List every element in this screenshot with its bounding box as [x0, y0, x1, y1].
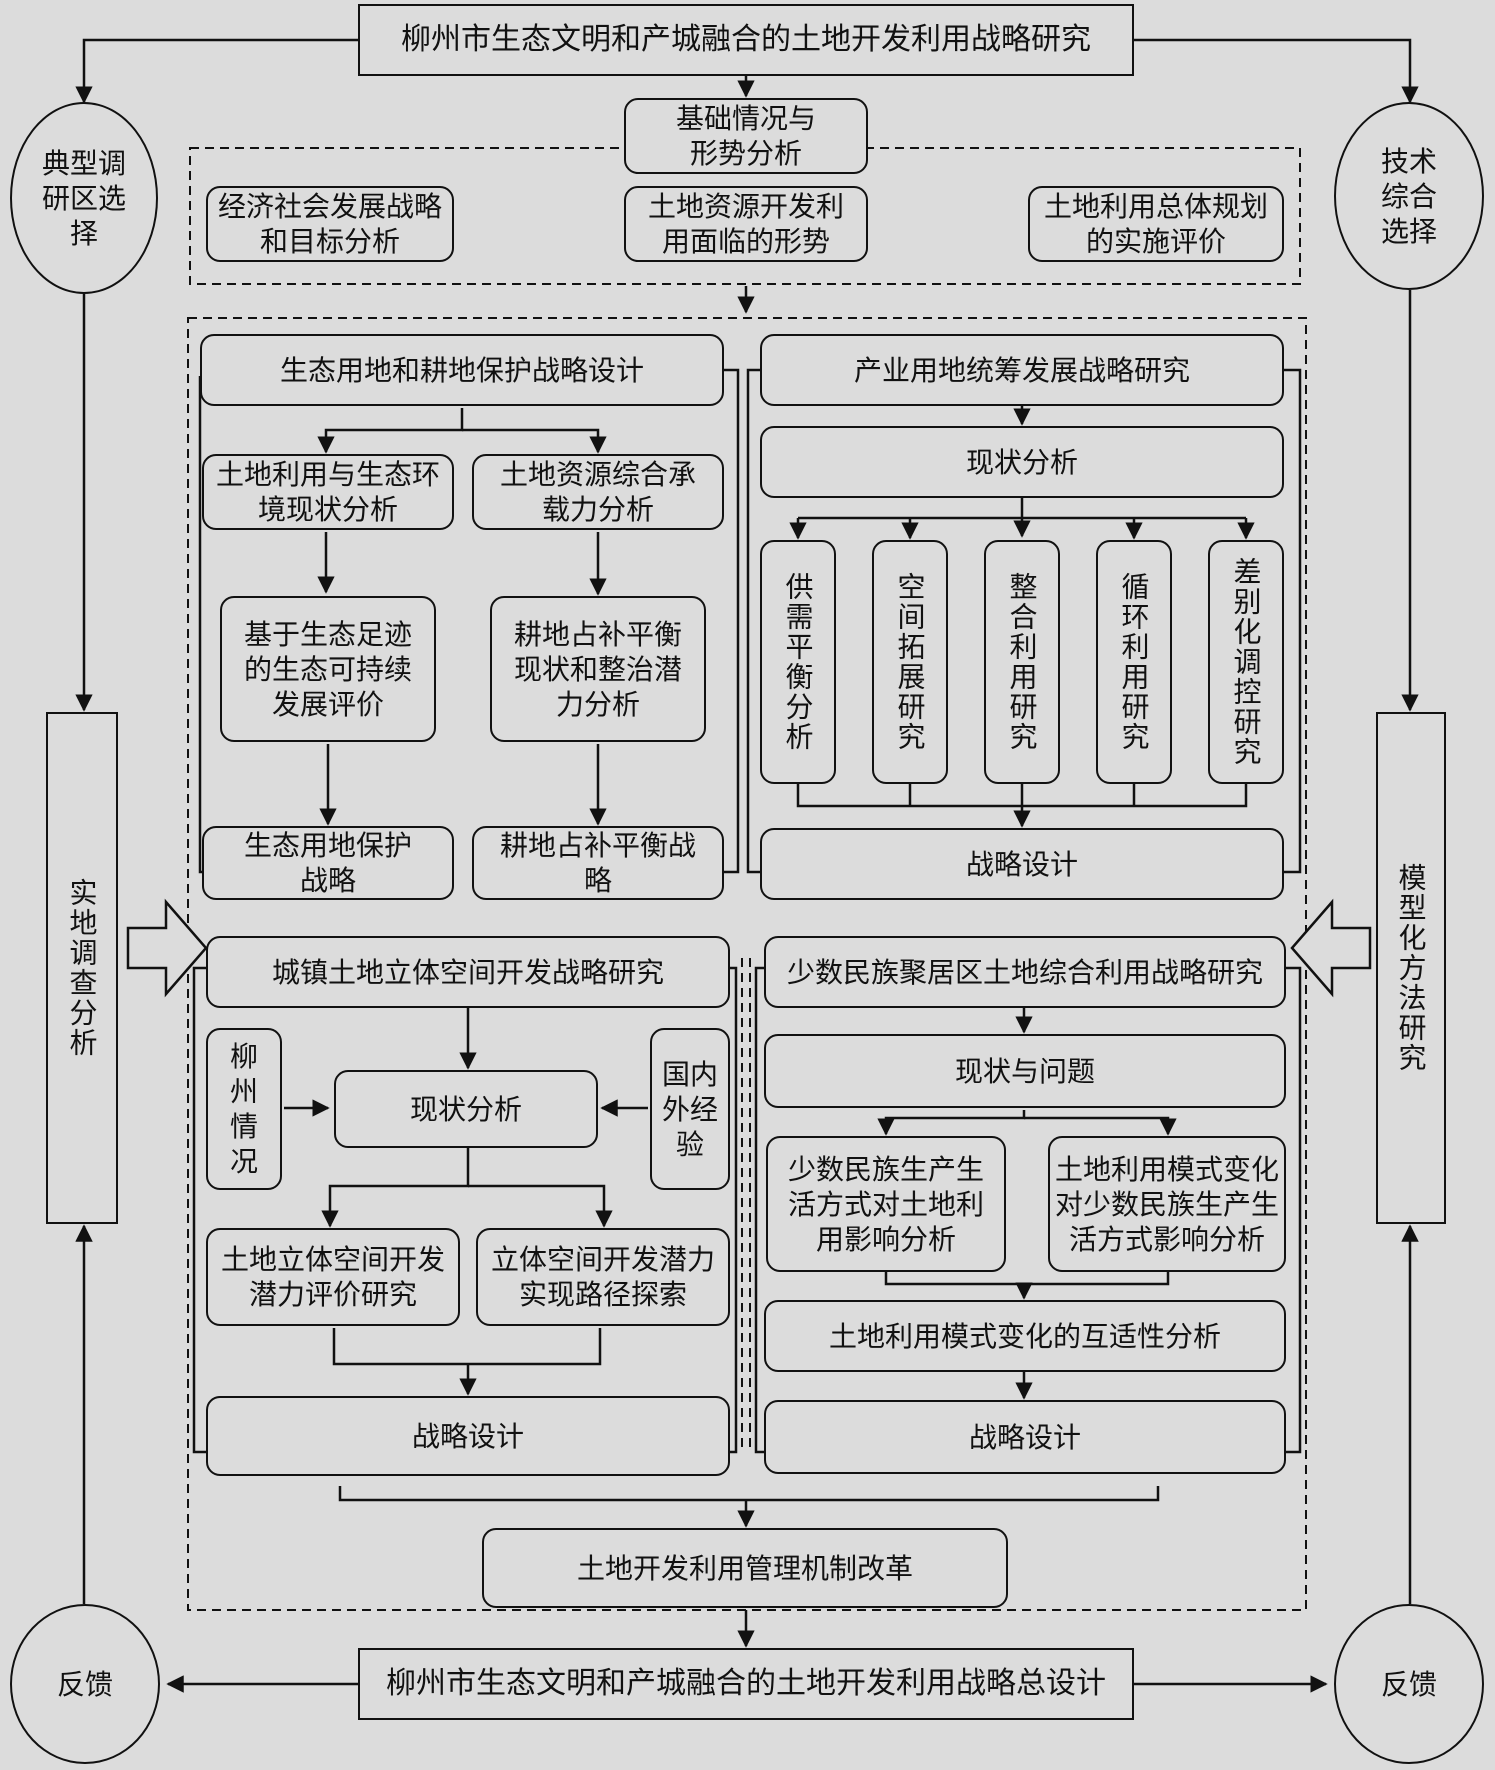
minority-bracket-right	[1286, 966, 1302, 1454]
left-hollow-arrow	[126, 898, 208, 998]
eco-farmland-balance-analysis: 耕地占补平衡现状和整治潜力分析	[490, 596, 706, 742]
industry-title: 产业用地统筹发展战略研究	[760, 334, 1284, 406]
left-bar-label: 实地调查分析	[65, 878, 99, 1058]
eco-farmland-balance-strategy: 耕地占补平衡战略	[472, 826, 724, 900]
minority-status-problems: 现状与问题	[764, 1034, 1286, 1108]
eco-land-use-analysis: 土地利用与生态环境现状分析	[202, 454, 454, 530]
minority-strategy-design: 战略设计	[764, 1400, 1286, 1474]
industry-item-supply-demand: 供需平衡分析	[760, 540, 836, 784]
minority-lifestyle-impact: 少数民族生产生活方式对土地利用影响分析	[766, 1136, 1006, 1272]
urban-bracket-right	[730, 966, 738, 1454]
industry-strategy-design: 战略设计	[760, 828, 1284, 900]
basic-item-economy: 经济社会发展战略和目标分析	[206, 186, 454, 262]
arrow-title-to-left-circle	[75, 38, 358, 104]
eco-footprint-evaluation: 基于生态足迹的生态可持续发展评价	[220, 596, 436, 742]
urban-domestic-foreign-experience: 国内外经验	[650, 1028, 730, 1190]
arrow-title-to-right-circle	[1134, 38, 1419, 104]
industry-item-recycling: 循环利用研究	[1096, 540, 1172, 784]
right-bar-modeling: 模型化方法研究	[1376, 712, 1446, 1224]
urban-bracket-left	[192, 966, 206, 1454]
industry-item-differentiated-control: 差别化调控研究	[1208, 540, 1284, 784]
industry-item-label: 差别化调控研究	[1229, 557, 1263, 767]
eco-land-protection-strategy: 生态用地保护战略	[202, 826, 454, 900]
urban-liuzhou-situation: 柳州情况	[206, 1028, 282, 1190]
eco-carrying-capacity: 土地资源综合承载力分析	[472, 454, 724, 530]
right-circle-technology: 技术综合选择	[1334, 102, 1484, 290]
basic-item-plan-evaluation: 土地利用总体规划的实施评价	[1028, 186, 1284, 262]
reform-box: 土地开发利用管理机制改革	[482, 1528, 1008, 1608]
urban-potential-evaluation: 土地立体空间开发潜力评价研究	[206, 1228, 460, 1326]
left-bar-field-survey: 实地调查分析	[46, 712, 118, 1224]
right-circle-feedback: 反馈	[1334, 1604, 1484, 1764]
eco-bracket-left	[198, 376, 204, 874]
industry-item-label: 循环利用研究	[1117, 572, 1151, 752]
industry-item-spatial-expansion: 空间拓展研究	[872, 540, 948, 784]
basic-analysis-title: 基础情况与形势分析	[624, 98, 868, 174]
minority-adaptability-analysis: 土地利用模式变化的互适性分析	[764, 1300, 1286, 1372]
left-circle-research-area: 典型调研区选择	[10, 102, 158, 294]
right-hollow-arrow	[1290, 898, 1372, 998]
industry-item-label: 整合利用研究	[1005, 572, 1039, 752]
basic-item-land-resources: 土地资源开发利用面临的形势	[624, 186, 868, 262]
industry-item-label: 供需平衡分析	[781, 572, 815, 752]
industry-bracket-right	[1284, 368, 1302, 874]
right-bar-label: 模型化方法研究	[1394, 863, 1428, 1073]
minority-bracket-left	[754, 966, 768, 1454]
industry-bracket-left	[746, 368, 762, 874]
minority-landuse-change-impact: 土地利用模式变化对少数民族生产生活方式影响分析	[1048, 1136, 1286, 1272]
eco-bracket-right	[724, 368, 740, 874]
minority-title: 少数民族聚居区土地综合利用战略研究	[764, 936, 1286, 1008]
urban-implementation-path: 立体空间开发潜力实现路径探索	[476, 1228, 730, 1326]
industry-status-analysis: 现状分析	[760, 426, 1284, 498]
left-circle-feedback: 反馈	[10, 1604, 160, 1764]
eco-title: 生态用地和耕地保护战略设计	[200, 334, 724, 406]
urban-strategy-design: 战略设计	[206, 1396, 730, 1476]
top-title-box: 柳州市生态文明和产城融合的土地开发利用战略研究	[358, 4, 1134, 76]
industry-item-integration: 整合利用研究	[984, 540, 1060, 784]
industry-item-label: 空间拓展研究	[893, 572, 927, 752]
urban-title: 城镇土地立体空间开发战略研究	[206, 936, 730, 1008]
urban-status-analysis: 现状分析	[334, 1070, 598, 1148]
bottom-title-box: 柳州市生态文明和产城融合的土地开发利用战略总设计	[358, 1648, 1134, 1720]
